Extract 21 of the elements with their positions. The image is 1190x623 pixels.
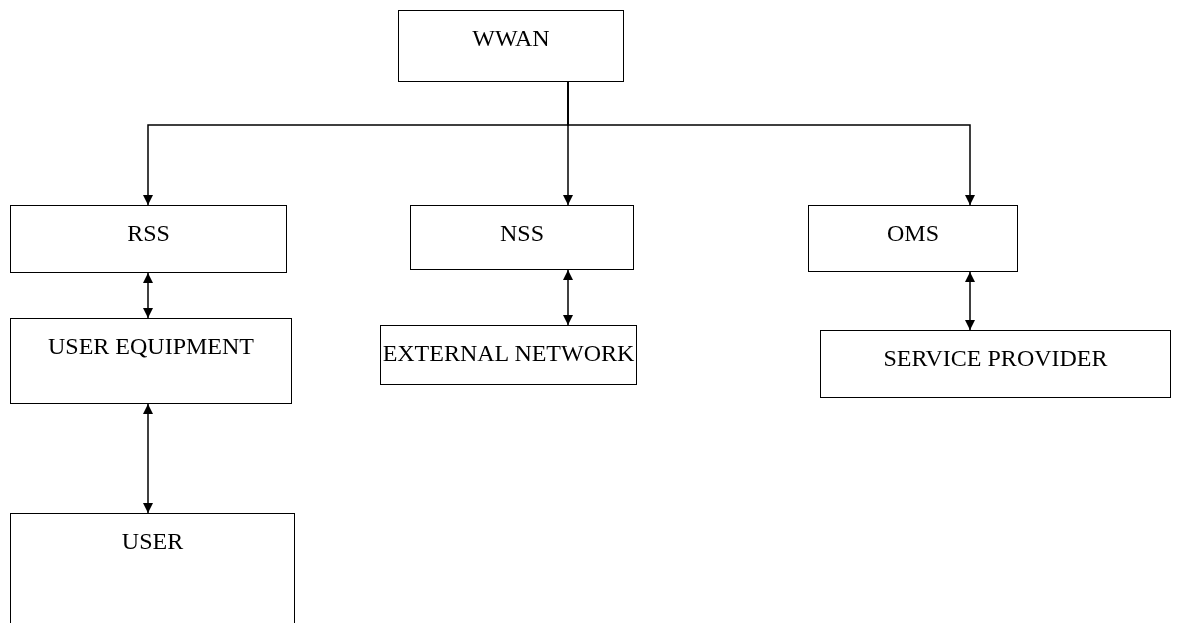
process-box [10, 513, 295, 623]
box-label: WWAN [471, 25, 551, 52]
box-label: EXTERNAL NETWORK [381, 340, 636, 367]
arrow [143, 403, 153, 514]
arrow [965, 271, 975, 331]
box-label: USER EQUIPMENT [47, 333, 255, 360]
process-box [410, 205, 634, 270]
arrow [567, 81, 975, 206]
process-box [10, 318, 292, 404]
box-label: USER [120, 528, 185, 555]
box-label: NSS [499, 220, 545, 247]
box-label: SERVICE PROVIDER [882, 345, 1109, 372]
box-label: RSS [126, 220, 171, 247]
box-label: OMS [886, 220, 940, 247]
process-box [398, 10, 624, 82]
process-box [380, 325, 637, 385]
process-box [808, 205, 1018, 272]
arrow [143, 272, 153, 319]
process-box [10, 205, 287, 273]
arrow [563, 269, 573, 326]
process-box [820, 330, 1171, 398]
